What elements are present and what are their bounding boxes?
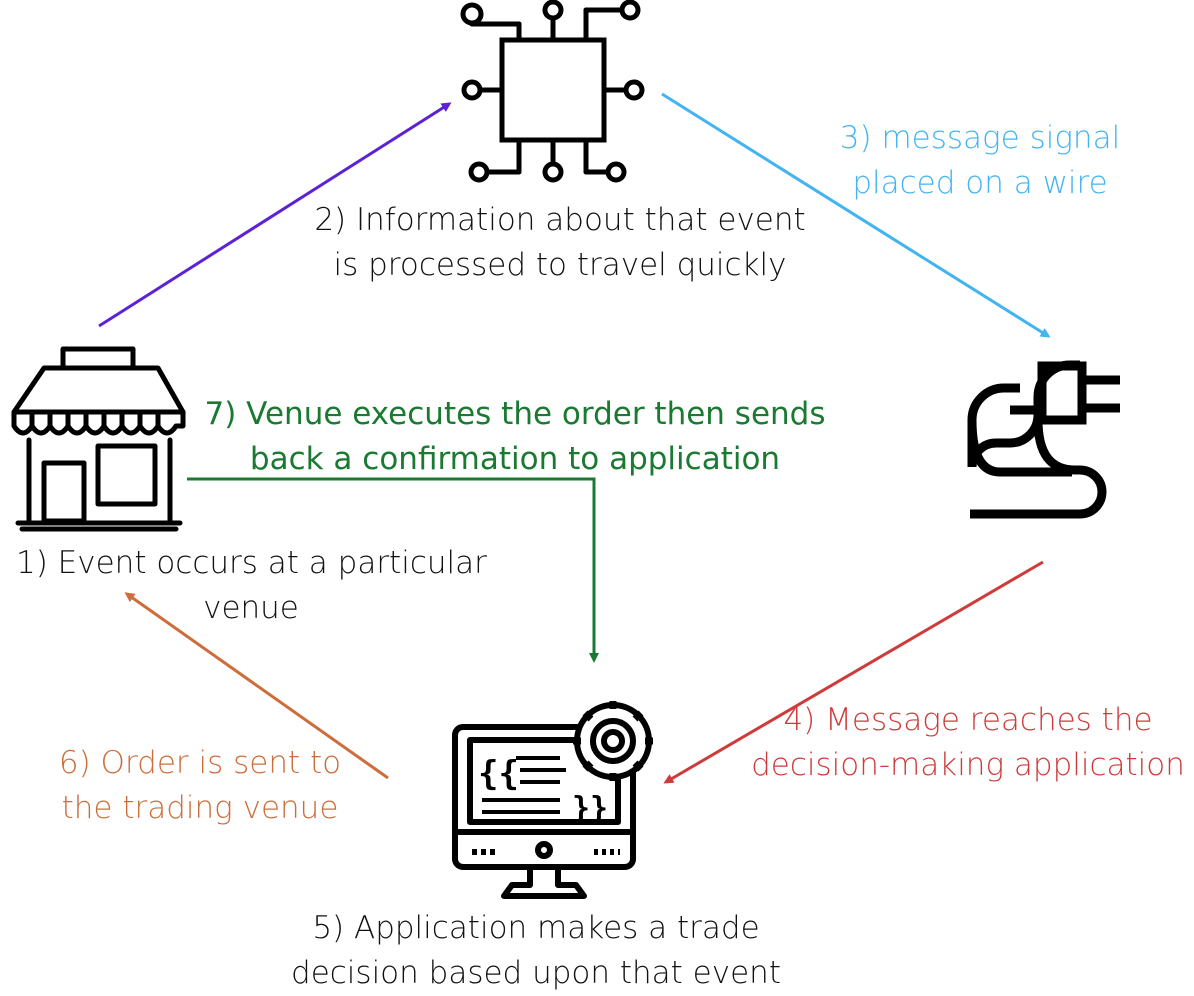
computer-gear-icon: {{ }} <box>452 701 653 899</box>
step-4-line-2: decision-making application <box>751 747 1185 783</box>
arrow-event-to-processor <box>98 102 452 328</box>
step-5-label: 5) Application makes a trade decision ba… <box>280 906 792 996</box>
step-5-line-1: 5) Application makes a trade <box>312 910 760 946</box>
storefront-icon <box>11 346 186 532</box>
step-2-label: 2) Information about that event is proce… <box>310 198 810 288</box>
step-1-line-2: venue <box>203 590 299 626</box>
step-5-line-2: decision based upon that event <box>291 955 781 991</box>
step-1-label: 1) Event occurs at a particular venue <box>16 541 487 631</box>
arrow-venue-to-application <box>187 477 599 663</box>
step-7-label: 7) Venue executes the order then sends b… <box>190 392 840 482</box>
step-1-line-1: 1) Event occurs at a particular <box>16 545 487 581</box>
step-2-line-2: is processed to travel quickly <box>333 247 787 283</box>
step-2-line-1: 2) Information about that event <box>314 202 806 238</box>
arrow-processor-to-wire <box>661 92 1051 338</box>
step-6-line-2: the trading venue <box>61 790 339 826</box>
step-6-label: 6) Order is sent to the trading venue <box>40 741 360 831</box>
svg-text:{{: {{ <box>478 754 519 794</box>
arrow-application-to-venue <box>124 592 389 780</box>
step-4-label: 4) Message reaches the decision-making a… <box>750 698 1186 788</box>
step-4-line-1: 4) Message reaches the <box>783 702 1153 738</box>
step-3-line-1: 3) message signal <box>839 120 1121 156</box>
svg-text:}}: }} <box>572 791 608 826</box>
step-3-line-2: placed on a wire <box>852 165 1108 201</box>
plug-cable-icon <box>967 360 1120 519</box>
step-3-label: 3) message signal placed on a wire <box>830 116 1130 206</box>
step-6-line-1: 6) Order is sent to <box>58 745 342 781</box>
step-7-line-1: 7) Venue executes the order then sends <box>204 396 826 432</box>
step-7-line-2: back a confirmation to application <box>249 441 781 477</box>
cpu-chip-icon <box>460 0 645 183</box>
arrow-wire-to-application <box>663 560 1044 784</box>
